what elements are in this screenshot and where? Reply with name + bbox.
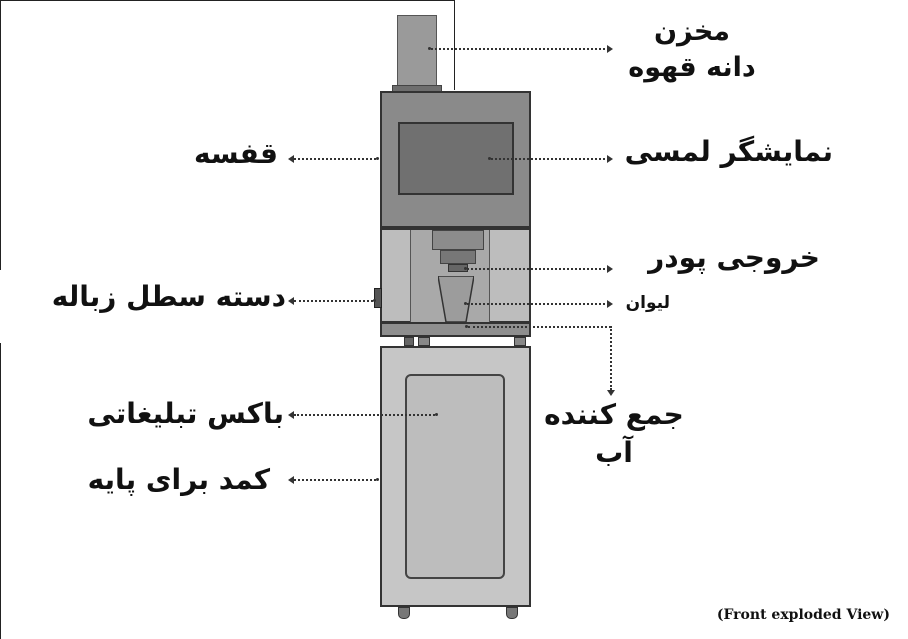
cabinet-foot-left xyxy=(398,607,410,619)
trash-arrow xyxy=(288,297,294,305)
left-border-line xyxy=(0,0,1,270)
drip-tray xyxy=(380,322,531,337)
shelf-arrow xyxy=(288,155,294,163)
cabinet-arrow xyxy=(288,476,294,484)
water-arrow xyxy=(607,390,615,396)
water-collector-label: جمع کننده آب xyxy=(544,398,684,469)
ad-box-label: باکس تبلیغاتی xyxy=(87,397,284,430)
water-leader-v xyxy=(610,326,612,390)
screen-arrow xyxy=(607,155,613,163)
cup xyxy=(438,276,474,322)
bean-hopper-label: مخزن دانه قهوه xyxy=(628,16,756,83)
ad-box xyxy=(405,374,505,579)
bean-hopper xyxy=(397,15,437,87)
adbox-dot xyxy=(435,413,438,416)
screen-dot xyxy=(488,157,491,160)
trash-leader xyxy=(294,300,373,302)
hopper-leader xyxy=(431,48,609,50)
touch-screen-label: نمایشگر لمسی xyxy=(624,135,833,168)
cup-leader xyxy=(467,303,609,305)
adbox-arrow xyxy=(288,411,294,419)
trash-handle-label: دسته سطل زباله xyxy=(51,280,286,313)
tray-foot-mid xyxy=(418,337,430,346)
powder-outlet-nozzle xyxy=(440,250,476,264)
cup-arrow xyxy=(607,300,613,308)
trash-dot xyxy=(373,299,376,302)
shelf-label: قفسه xyxy=(194,137,278,170)
cup-label: لیوان xyxy=(625,293,670,313)
cup-dot xyxy=(464,302,467,305)
adbox-leader xyxy=(294,414,435,416)
top-border-line xyxy=(0,0,455,1)
powder-leader xyxy=(467,268,609,270)
powder-outlet xyxy=(432,230,484,250)
trash-handle xyxy=(374,288,382,308)
powder-outlet-label: خروجی پودر xyxy=(648,241,820,274)
water-dot xyxy=(465,325,468,328)
hopper-dot xyxy=(428,47,431,50)
shelf-dot xyxy=(376,157,379,160)
powder-dot xyxy=(464,267,467,270)
base-cabinet-label: کمد برای پایه xyxy=(87,463,270,496)
water-leader-h xyxy=(468,326,611,328)
powder-arrow xyxy=(607,265,613,273)
center-vertical-line xyxy=(454,0,455,90)
cabinet-foot-right xyxy=(506,607,518,619)
screen-leader xyxy=(491,158,609,160)
shelf-leader xyxy=(294,158,376,160)
left-border-line-lower xyxy=(0,343,1,639)
view-caption: (Front exploded View) xyxy=(716,607,890,623)
tray-foot-right xyxy=(514,337,526,346)
cabinet-leader xyxy=(294,479,376,481)
cabinet-dot xyxy=(376,478,379,481)
hopper-arrow xyxy=(607,45,613,53)
tray-foot-left xyxy=(404,337,414,346)
